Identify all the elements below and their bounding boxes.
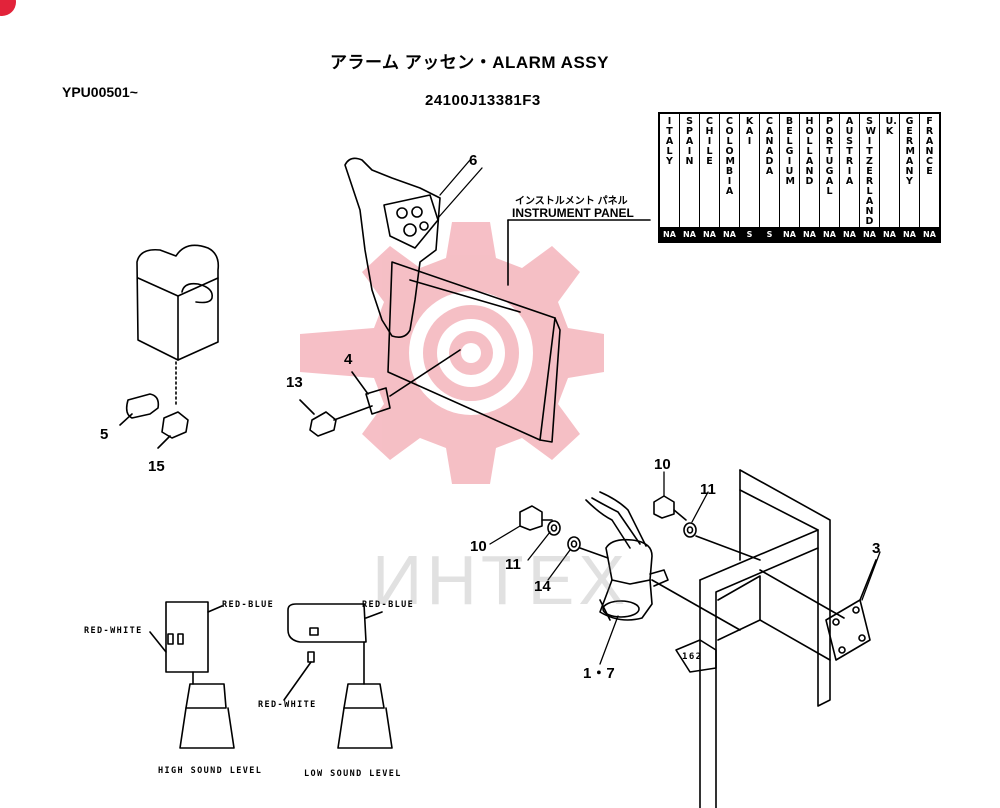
- watermark-gear: [300, 222, 604, 484]
- wire-label-red-white-low: RED-WHITE: [258, 700, 317, 710]
- country-holland: HOLLAND: [805, 116, 814, 187]
- part-5-15-drawing: [119, 393, 189, 449]
- wire-label-red-white-high: RED-WHITE: [84, 626, 143, 636]
- part-number: 24100J13381F3: [425, 92, 541, 109]
- country-austria: AUSTRIA: [845, 116, 854, 187]
- callout-4: 4: [344, 351, 353, 368]
- country-colombia: COLOMBIA: [725, 116, 735, 197]
- country-germany: GERMANY: [905, 116, 915, 187]
- country-canada: CANADA: [765, 116, 774, 177]
- instrument-panel-label-jp: インストルメント パネル: [515, 196, 628, 207]
- country-france: FRANCE: [925, 116, 934, 177]
- code-uk: NA: [883, 230, 896, 239]
- country-chile: CHILE: [705, 116, 714, 167]
- callout-11-left: 11: [505, 556, 521, 573]
- relay-drawing: [136, 244, 220, 406]
- serial-range: YPU00501~: [62, 84, 138, 100]
- high-sound-level-label: HIGH SOUND LEVEL: [158, 766, 263, 776]
- wire-label-red-blue-high: RED-BLUE: [222, 600, 275, 610]
- frame-drawing: [599, 469, 877, 808]
- callout-1-7: 1・7: [583, 665, 615, 682]
- callout-13: 13: [286, 374, 303, 391]
- country-code-row: NA NA NA NA S S NA NA NA NA NA NA NA NA: [658, 227, 941, 243]
- wire-label-red-blue-low: RED-BLUE: [362, 600, 415, 610]
- code-colombia: NA: [723, 230, 736, 239]
- instrument-panel-label-en: INSTRUMENT PANEL: [512, 206, 634, 220]
- country-portugal: PORTUGAL: [825, 116, 834, 197]
- code-kai: S: [746, 230, 753, 239]
- bolt-bracket-drawing: [299, 349, 461, 437]
- instrument-panel-drawing: [344, 157, 651, 443]
- code-chile: NA: [703, 230, 716, 239]
- code-austria: NA: [843, 230, 856, 239]
- code-switzerland: NA: [863, 230, 876, 239]
- leader-lines: [437, 167, 881, 665]
- callout-6: 6: [469, 152, 478, 169]
- country-spec-table: ITALY SPAIN CHILE COLOMBIA KAI CANADA BE…: [658, 112, 941, 243]
- callout-3: 3: [872, 540, 881, 557]
- callout-14: 14: [534, 578, 551, 595]
- horn-drawing: [519, 491, 761, 631]
- watermark-text: ИНТЕХ: [372, 541, 630, 619]
- code-canada: S: [766, 230, 773, 239]
- low-sound-level-label: LOW SOUND LEVEL: [304, 769, 402, 779]
- diagram-title: アラーム アッセン・ALARM ASSY: [330, 53, 609, 72]
- bracket-code: 162: [682, 652, 703, 662]
- wiring-low-drawing: [283, 603, 393, 749]
- country-belgium: BELGIUM: [785, 116, 795, 187]
- code-portugal: NA: [823, 230, 836, 239]
- country-uk: U.K: [885, 116, 897, 137]
- country-italy: ITALY: [665, 116, 674, 167]
- country-spain: SPAIN: [685, 116, 694, 167]
- country-switzerland: SWITZERLAND: [865, 116, 876, 227]
- wiring-high-drawing: [149, 601, 235, 749]
- callout-15: 15: [148, 458, 165, 475]
- code-holland: NA: [803, 230, 816, 239]
- country-kai: KAI: [745, 116, 754, 147]
- code-germany: NA: [903, 230, 916, 239]
- code-spain: NA: [683, 230, 696, 239]
- callout-10-left: 10: [470, 538, 487, 555]
- callout-10-right: 10: [654, 456, 671, 473]
- code-france: NA: [923, 230, 936, 239]
- country-name-row: ITALY SPAIN CHILE COLOMBIA KAI CANADA BE…: [658, 112, 941, 228]
- callout-11-right: 11: [700, 481, 716, 498]
- code-belgium: NA: [783, 230, 796, 239]
- code-italy: NA: [663, 230, 676, 239]
- callout-5: 5: [100, 426, 109, 443]
